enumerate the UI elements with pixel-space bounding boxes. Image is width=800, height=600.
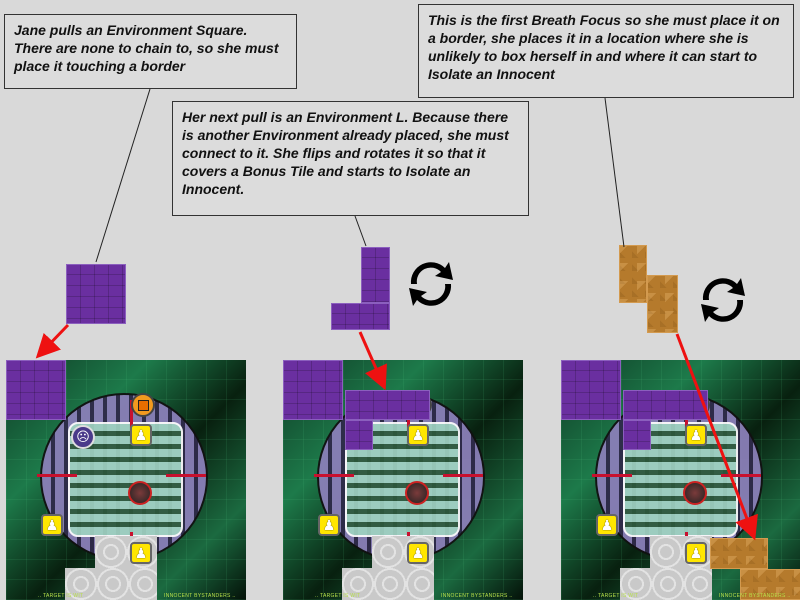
placement-arrow: [35, 323, 70, 359]
target-icon[interactable]: [405, 481, 429, 505]
callout-square: Jane pulls an Environment Square. There …: [4, 14, 297, 89]
blocked-tile: [65, 568, 157, 600]
placed-environment-square: [6, 360, 66, 420]
innocent-angel-icon[interactable]: ♟: [685, 424, 707, 446]
direction-marker: [37, 474, 77, 477]
direction-marker: [721, 474, 761, 477]
placed-environment-l: [623, 390, 708, 420]
innocent-angel-icon[interactable]: ♟: [318, 514, 340, 536]
callout-leader-line: [354, 215, 367, 247]
placed-breath-focus: [710, 538, 768, 569]
target-icon[interactable]: [128, 481, 152, 505]
direction-marker: [443, 474, 483, 477]
piece-cell: [647, 275, 678, 333]
innocent-angel-icon[interactable]: ♟: [596, 514, 618, 536]
direction-marker: [166, 474, 206, 477]
direction-marker: [130, 400, 133, 430]
piece-cell: [361, 247, 390, 303]
blocked-tile: [620, 568, 712, 600]
rotate-arrows-icon: [409, 262, 453, 306]
board-footer-text-left: .. TARGET IS WIT: [315, 593, 361, 599]
callout-breath-focus: This is the first Breath Focus so she mu…: [418, 4, 794, 98]
placed-environment-square: [283, 360, 343, 420]
innocent-angel-icon[interactable]: ♟: [130, 424, 152, 446]
board-footer-text-right: INNOCENT BYSTANDERS ..: [441, 593, 513, 599]
innocent-angel-icon[interactable]: ♟: [41, 514, 63, 536]
game-board-step-3: ♟ ♟ ♟ .. TARGET IS WIT INNOCENT BYSTANDERS .…: [561, 360, 800, 600]
placed-environment-l: [345, 390, 430, 420]
direction-marker: [314, 474, 354, 477]
piece-cell: [331, 303, 390, 330]
direction-marker: [592, 474, 632, 477]
placed-breath-focus: [740, 569, 800, 600]
placed-environment-l: [623, 420, 651, 450]
callout-l-piece: Her next pull is an Environment L. Becau…: [172, 101, 529, 216]
callout-leader-line: [604, 97, 625, 248]
blocked-tile: [342, 568, 434, 600]
game-board-step-1: ☹ ♟ ♟ ♟ .. TARGET IS WIT INNOCENT BYSTANDERS …: [6, 360, 246, 600]
board-footer-text-right: INNOCENT BYSTANDERS ..: [719, 593, 791, 599]
game-board-step-2: ♟ ♟ ♟ .. TARGET IS WIT INNOCENT BYSTANDERS .…: [283, 360, 523, 600]
target-icon[interactable]: [683, 481, 707, 505]
innocent-angel-icon[interactable]: ♟: [130, 542, 152, 564]
innocent-angel-icon[interactable]: ♟: [407, 424, 429, 446]
villain-face-icon[interactable]: ☹: [71, 425, 95, 449]
board-footer-text-left: .. TARGET IS WIT: [38, 593, 84, 599]
innocent-angel-icon[interactable]: ♟: [407, 542, 429, 564]
innocent-angel-icon[interactable]: ♟: [685, 542, 707, 564]
bonus-tile-icon[interactable]: [131, 393, 155, 417]
placed-environment-square: [561, 360, 621, 420]
piece-cell: [619, 245, 647, 303]
board-footer-text-right: INNOCENT BYSTANDERS ..: [164, 593, 236, 599]
rotate-arrows-icon: [701, 278, 745, 322]
callout-leader-line: [95, 88, 151, 263]
placed-environment-l: [345, 420, 373, 450]
board-footer-text-left: .. TARGET IS WIT: [593, 593, 639, 599]
piece-cell: [66, 264, 126, 324]
